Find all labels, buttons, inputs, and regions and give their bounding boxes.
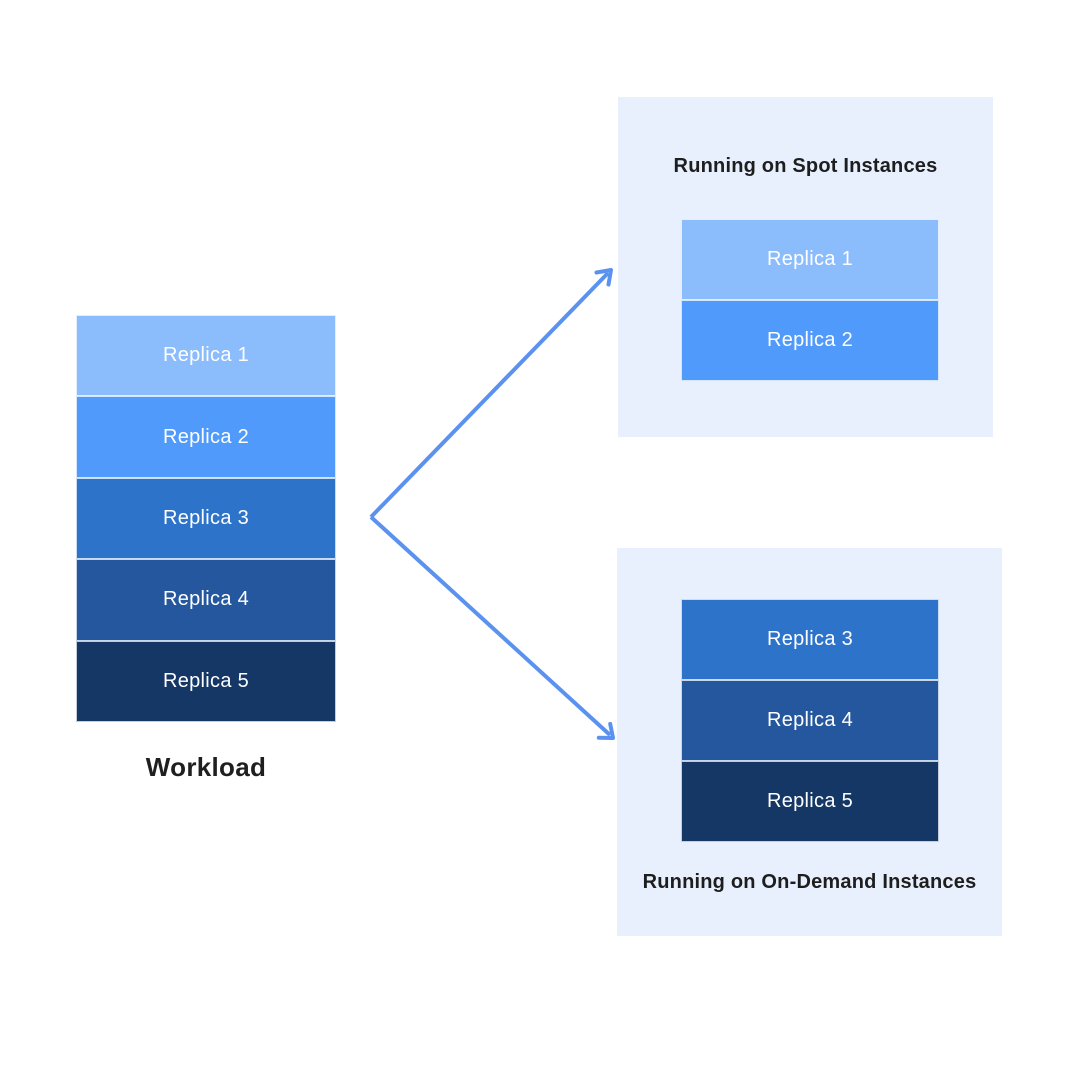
on-demand-replica-5: Replica 5	[681, 761, 939, 842]
spot-replica-2: Replica 2	[681, 300, 939, 381]
arrow-to-on-demand-panel	[369, 515, 615, 740]
on-demand-replica-stack: Replica 3 Replica 4 Replica 5	[681, 599, 939, 842]
on-demand-instances-panel: Replica 3 Replica 4 Replica 5 Running on…	[617, 548, 1002, 936]
on-demand-panel-title: Running on On-Demand Instances	[642, 871, 977, 893]
spot-replica-1: Replica 1	[681, 219, 939, 300]
spot-instances-panel: Running on Spot Instances Replica 1 Repl…	[618, 97, 993, 437]
workload-replica-1: Replica 1	[76, 315, 336, 397]
workload-replica-4: Replica 4	[76, 559, 336, 641]
arrow-to-spot-panel	[369, 268, 613, 519]
workload-replica-5: Replica 5	[76, 640, 336, 722]
workload-replica-3: Replica 3	[76, 477, 336, 560]
workload-stack: Replica 1 Replica 2 Replica 3 Replica 4 …	[76, 315, 336, 722]
workload-title: Workload	[145, 752, 267, 782]
spot-replica-stack: Replica 1 Replica 2	[681, 219, 939, 381]
workload-replica-2: Replica 2	[76, 396, 336, 478]
on-demand-replica-4: Replica 4	[681, 680, 939, 761]
spot-panel-title: Running on Spot Instances	[673, 155, 938, 177]
on-demand-replica-3: Replica 3	[681, 599, 939, 680]
